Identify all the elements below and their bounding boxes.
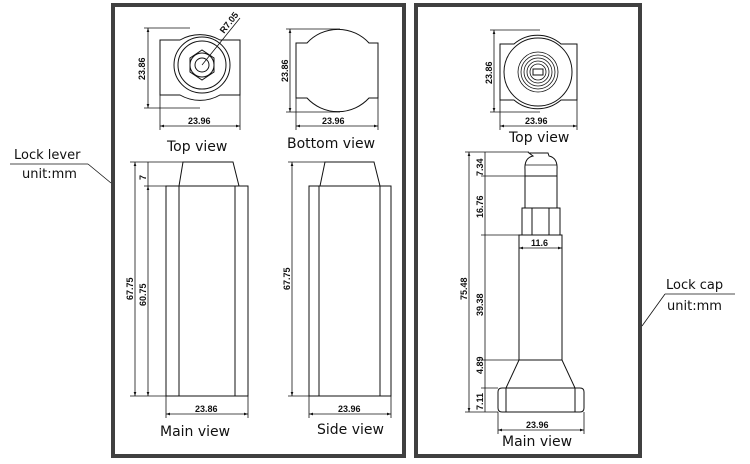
lever-main-body <box>165 185 249 397</box>
cap-main-taper <box>505 359 576 389</box>
lever-main-view-label: Main view <box>160 424 230 440</box>
lever-side-body <box>308 185 392 397</box>
cap-main-shaft-width: 11.6 <box>531 238 548 248</box>
cap-top-height: 23.86 <box>484 61 494 84</box>
callout-leader <box>641 293 666 327</box>
lock-cap-frame <box>414 3 642 458</box>
cap-main-seg-shaft: 39.38 <box>475 293 485 316</box>
cap-top-width: 23.96 <box>525 116 548 126</box>
cap-main-hex <box>521 207 561 236</box>
cap-main-shaft <box>518 234 563 361</box>
cap-main-seg-hex: 16.76 <box>475 195 485 218</box>
lever-bottom-height: 23.86 <box>280 59 290 82</box>
lock-cap-callout: Lock cap unit:mm <box>641 278 735 327</box>
lever-side-total-height: 67.75 <box>282 267 292 290</box>
lever-bottom-view-label: Bottom view <box>287 136 375 152</box>
lever-top-ring-outer <box>173 36 231 94</box>
lever-side-width: 23.96 <box>338 404 361 414</box>
cap-main-seg-taper: 4.89 <box>475 356 485 374</box>
lever-bottom-outline <box>295 28 379 113</box>
lever-top-ring-inner <box>189 52 215 78</box>
lever-side-cap <box>319 161 381 187</box>
cap-main-base <box>497 387 585 413</box>
lock-lever-callout: Lock lever unit:mm <box>10 148 112 184</box>
lock-lever-name: Lock lever <box>14 148 81 163</box>
cap-top-view: 23.86 23.96 Top view <box>484 29 578 146</box>
cap-main-seg-base: 7.11 <box>475 393 485 410</box>
cap-main-neck <box>524 175 558 209</box>
lever-top-hex <box>189 49 215 81</box>
cap-main-seg-top: 7.34 <box>475 158 485 176</box>
lever-bottom-view: 23.86 23.96 Bottom view <box>280 28 379 152</box>
lock-cap-name: Lock cap <box>666 278 723 293</box>
cap-top-view-label: Top view <box>508 130 569 146</box>
cap-main-crown <box>524 152 558 177</box>
lever-top-view: R7.05 23.86 23.96 Top view <box>137 10 241 155</box>
lever-main-cap-height: 7 <box>138 175 148 180</box>
lever-top-core <box>194 57 210 73</box>
lever-main-width: 23.86 <box>195 404 218 414</box>
cap-main-view-label: Main view <box>502 434 572 450</box>
radius-leader <box>201 17 241 66</box>
lever-top-view-label: Top view <box>166 139 227 155</box>
cap-main-view: 75.48 7.34 16.76 39.38 4.89 7.11 11.6 23… <box>459 151 585 450</box>
lever-main-cap <box>178 161 240 187</box>
lever-bottom-width: 23.96 <box>322 116 345 126</box>
lever-top-width: 23.96 <box>188 116 211 126</box>
lock-lever-unit: unit:mm <box>22 167 77 182</box>
lever-side-view: 67.75 23.96 Side view <box>282 161 392 438</box>
lever-main-body-height: 60.75 <box>138 283 148 306</box>
lever-side-view-label: Side view <box>317 422 384 438</box>
callout-leader <box>87 163 112 184</box>
lever-main-view: 67.75 60.75 7 23.86 Main view <box>125 161 249 440</box>
cap-main-total-height: 75.48 <box>459 277 469 300</box>
lever-main-total-height: 67.75 <box>125 277 135 300</box>
lock-cap-unit: unit:mm <box>667 299 722 314</box>
lever-top-ring-2 <box>177 40 227 90</box>
lever-top-height: 23.86 <box>137 57 147 80</box>
cap-top-outline <box>499 34 578 110</box>
cap-main-base-width: 23.96 <box>526 420 549 430</box>
lever-top-outline <box>159 34 241 101</box>
cap-top-keyslot <box>532 68 544 76</box>
